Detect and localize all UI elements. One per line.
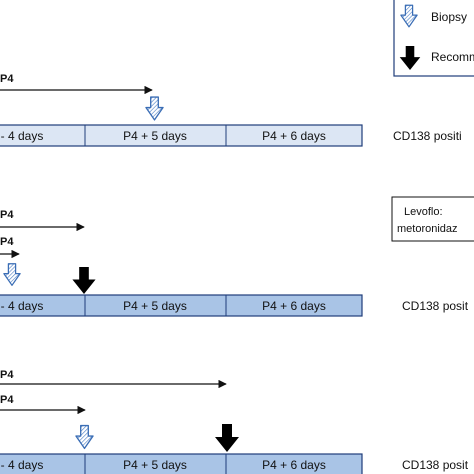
legend-biopsy-label: Biopsy <box>431 10 467 24</box>
segment-day-label: - 4 days <box>1 129 44 143</box>
timeline-bar <box>0 453 363 474</box>
result-label: CD138 positi <box>393 129 462 143</box>
timeline-bar <box>0 294 363 317</box>
segment-day-label: P4 + 6 days <box>262 458 326 472</box>
segment-day-label: P4 + 6 days <box>262 299 326 313</box>
p4-label: P4 <box>0 73 14 85</box>
p4-label: P4 <box>0 209 14 221</box>
treatment-line: metoronidaz <box>397 223 458 235</box>
segment-day-label: - 4 days <box>1 458 44 472</box>
biopsy-icon <box>145 96 164 121</box>
biopsy-icon <box>75 424 94 450</box>
segment-day-label: P4 + 6 days <box>262 129 326 143</box>
result-label: CD138 posit <box>402 299 469 313</box>
treatment-line: Levoflo: <box>404 206 443 218</box>
legend-recommendation-label: Recomm <box>431 50 474 64</box>
recommendation-icon <box>72 267 96 294</box>
treatment-box: Levoflo: metoronidaz <box>391 196 474 242</box>
result-label: CD138 posit <box>402 458 469 472</box>
panel-1: P4 - 4 days P4 + 5 days P4 + 6 days CD13… <box>0 73 462 147</box>
panel-2: P4 P4 - 4 days P4 + 5 days P4 + 6 days C… <box>0 209 469 317</box>
timeline-bar <box>0 124 363 147</box>
segment-day-label: P4 + 5 days <box>123 129 187 143</box>
p4-label: P4 <box>0 394 14 406</box>
segment-day-label: P4 + 5 days <box>123 458 187 472</box>
treatment-box-border <box>391 196 474 242</box>
recommendation-icon <box>215 424 239 452</box>
p4-label: P4 <box>0 369 14 381</box>
legend: Biopsy Recomm <box>393 0 474 77</box>
segment-day-label: - 4 days <box>1 299 44 313</box>
panel-3: P4 P4 - 4 days P4 + 5 days P4 + 6 days C… <box>0 369 469 474</box>
biopsy-icon <box>3 263 21 286</box>
p4-label: P4 <box>0 236 14 248</box>
segment-day-label: P4 + 5 days <box>123 299 187 313</box>
